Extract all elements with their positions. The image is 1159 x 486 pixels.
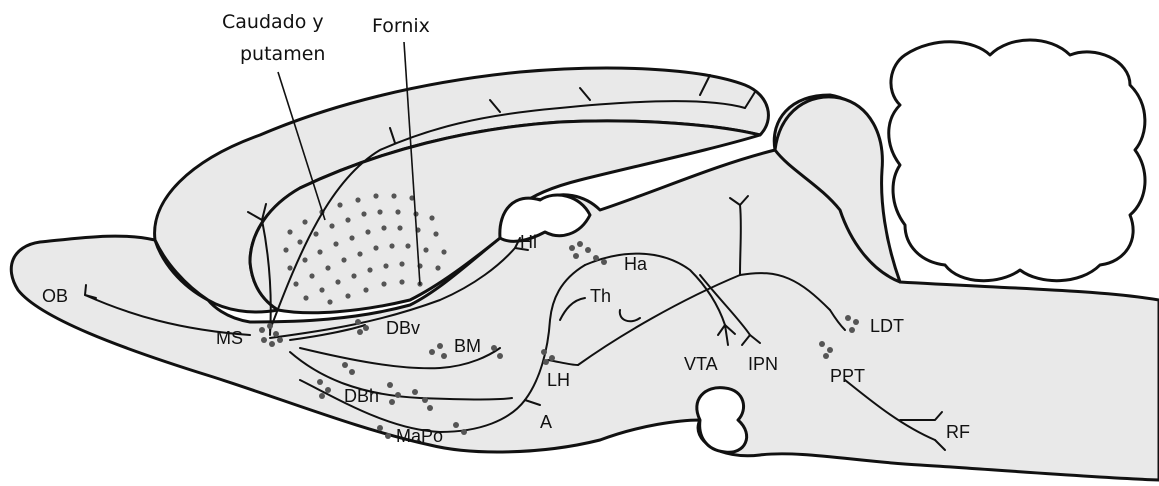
tectal-fiber xyxy=(740,205,741,275)
label-vta: VTA xyxy=(684,354,718,374)
label-rf: RF xyxy=(946,422,970,442)
label-ob: OB xyxy=(42,286,68,306)
label-dbh: DBh xyxy=(344,386,379,406)
label-bm: BM xyxy=(454,336,481,356)
label-mapo: MaPo xyxy=(396,426,443,446)
label-ha: Ha xyxy=(624,254,648,274)
label-dbv: DBv xyxy=(386,318,420,338)
label-th: Th xyxy=(590,286,611,306)
label-fornix: Fornix xyxy=(372,15,430,37)
label-ppt: PPT xyxy=(830,366,865,386)
cerebellum-outline xyxy=(889,40,1145,281)
label-ipn: IPN xyxy=(748,354,778,374)
label-hi: Hi xyxy=(520,232,537,252)
label-lh: LH xyxy=(547,370,570,390)
label-a: A xyxy=(540,412,552,432)
label-ms: MS xyxy=(216,328,243,348)
label-ldt: LDT xyxy=(870,316,904,336)
label-caudado-line1: Caudado y xyxy=(222,11,324,33)
label-caudado-line2: putamen xyxy=(240,43,325,65)
pons-notch xyxy=(697,388,747,453)
